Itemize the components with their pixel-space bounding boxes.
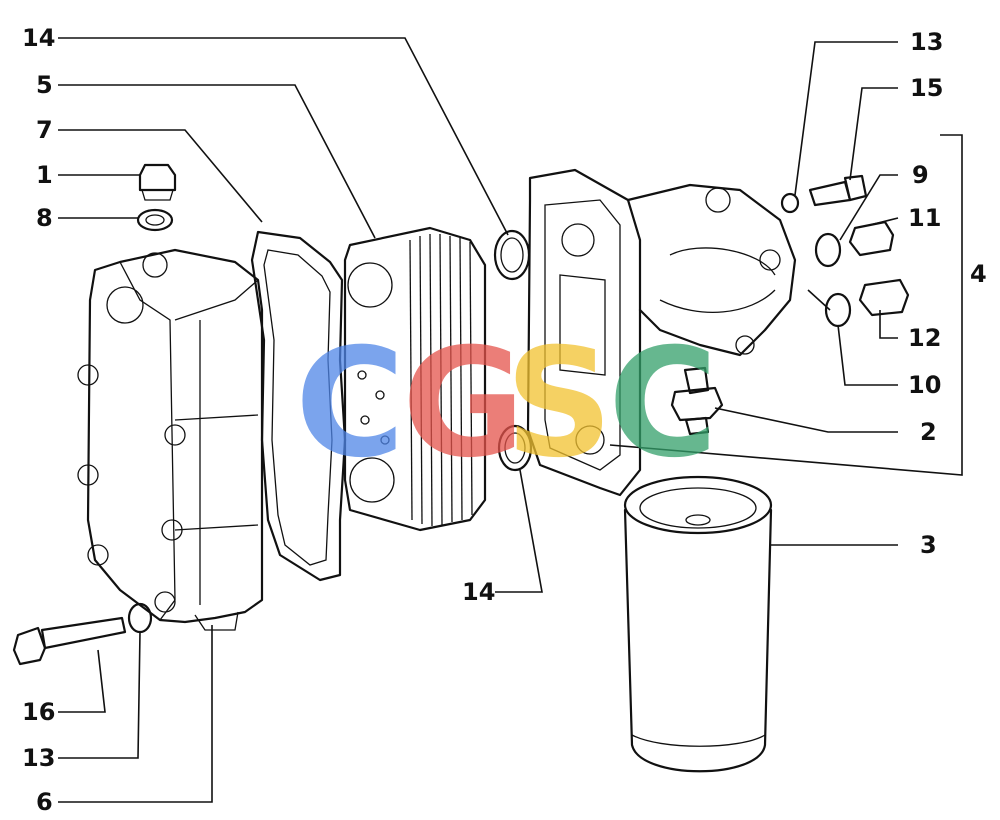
callout-1: 1 — [36, 161, 53, 189]
filter-cartridge-3 — [623, 475, 773, 773]
callout-6: 6 — [36, 788, 53, 816]
watermark-letter-g: G — [402, 317, 525, 491]
washer-9 — [814, 232, 842, 268]
plug-1 — [138, 163, 177, 201]
callout-3: 3 — [920, 531, 937, 559]
gasket-7 — [250, 230, 347, 582]
washer-13-upper — [780, 192, 800, 214]
callout-11: 11 — [908, 204, 941, 232]
callout-14-upper: 14 — [22, 24, 55, 52]
seal-ring-14-lower — [497, 424, 533, 472]
watermark-letter-c1: C — [295, 317, 405, 491]
bolt-15 — [808, 174, 868, 207]
watermark-letter-c2: C — [608, 317, 718, 491]
washer-8 — [136, 208, 174, 232]
bolt-16 — [12, 616, 127, 666]
plug-12 — [858, 278, 910, 317]
callout-13-lower: 13 — [22, 744, 55, 772]
seal-ring-14-lower-inner — [504, 432, 526, 464]
callout-10: 10 — [908, 371, 941, 399]
callout-2: 2 — [920, 418, 937, 446]
plug-11 — [848, 220, 895, 257]
heat-exchanger-5 — [343, 226, 487, 532]
watermark-logo: C G S C — [295, 317, 718, 491]
callout-7: 7 — [36, 116, 53, 144]
washer-8-hole — [145, 214, 165, 226]
callout-13-upper: 13 — [910, 28, 943, 56]
callout-14-lower: 14 — [462, 578, 495, 606]
callout-8: 8 — [36, 204, 53, 232]
end-cover-housing — [77, 248, 264, 631]
callout-labels: 14 5 7 1 8 13 15 9 11 4 12 10 2 3 14 16 … — [22, 24, 987, 816]
callout-5: 5 — [36, 71, 53, 99]
callout-16: 16 — [22, 698, 55, 726]
leader-lines — [58, 37, 963, 803]
seal-ring-14-upper-inner — [500, 237, 524, 273]
nipple-2 — [670, 366, 724, 436]
watermark-letter-s: S — [505, 317, 613, 491]
callout-9: 9 — [912, 161, 929, 189]
filter-support-4 — [526, 168, 797, 497]
washer-13-lower — [127, 602, 153, 634]
callout-4: 4 — [970, 260, 987, 288]
callout-15: 15 — [910, 74, 943, 102]
callout-12: 12 — [908, 324, 941, 352]
